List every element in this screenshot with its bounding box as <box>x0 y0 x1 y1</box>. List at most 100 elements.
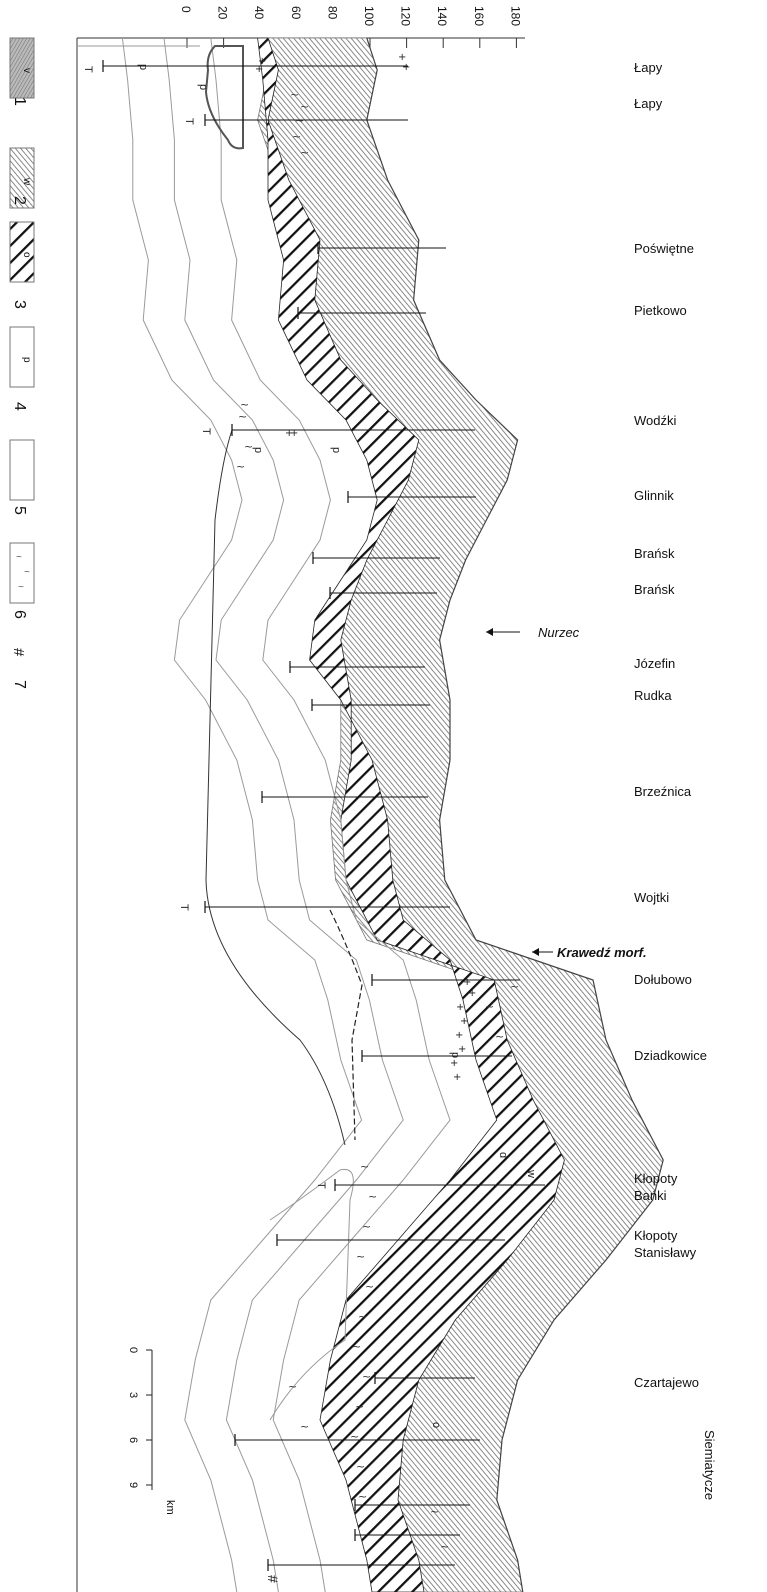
scale-unit: km <box>164 1500 176 1515</box>
letter-T-1: T <box>82 66 94 73</box>
tilde-mark: ~ <box>358 1490 367 1503</box>
plus-mark: + <box>290 428 298 439</box>
locality-labels: ŁapyŁapyPoświętnePietkowoWodźkiGlinnikBr… <box>634 60 717 1500</box>
locality-label: Siemiatycze <box>702 1430 717 1500</box>
letter-p-5: p <box>449 1052 461 1058</box>
tilde-mark: ~ <box>300 100 309 113</box>
legend-swatch-letter: v <box>21 68 32 73</box>
axis-tick-label: 40 <box>252 6 266 20</box>
tilde-mark: ~ <box>355 1400 364 1413</box>
axis-tick-label: 80 <box>325 6 339 20</box>
tilde-mark: ~ <box>368 1190 377 1203</box>
letter-o: o <box>430 1422 442 1428</box>
tilde-mark: ~ <box>356 1460 365 1473</box>
tilde-mark: ~ <box>440 1540 449 1553</box>
legend-tilde: ~ <box>18 582 24 593</box>
plus-mark: + <box>460 1016 468 1027</box>
legend-swatch-letter: o <box>21 252 32 258</box>
tilde-mark: ~ <box>430 1505 439 1518</box>
locality-label: Rudka <box>634 688 672 703</box>
locality-label: Brańsk <box>634 546 675 561</box>
locality-label: Wojtki <box>634 890 669 905</box>
letter-p-1: p <box>137 64 149 70</box>
letter-T-4: T <box>178 904 190 911</box>
locality-label: Kłopoty <box>634 1171 678 1186</box>
locality-label: Brzeźnica <box>634 784 692 799</box>
tilde-mark: ~ <box>510 980 519 993</box>
legend-swatch-letter: p <box>21 357 32 363</box>
edge-label: Krawedź morf. <box>557 945 647 960</box>
tilde-mark: ~ <box>238 410 247 423</box>
scale-tick-label: 0 <box>127 1347 139 1353</box>
tilde-mark: ~ <box>350 1430 359 1443</box>
locality-label: Józefin <box>634 656 675 671</box>
tilde-mark: ~ <box>352 1340 361 1353</box>
nurzec-annotation: Nurzec <box>486 625 580 640</box>
tilde-mark: ~ <box>244 440 253 453</box>
tilde-mark: ~ <box>485 1000 494 1013</box>
axis-tick-label: 0 <box>179 6 193 13</box>
plus-mark: + <box>453 1072 461 1083</box>
locality-label: Poświętne <box>634 241 694 256</box>
letter-d: d <box>497 1152 509 1158</box>
nurzec-label: Nurzec <box>538 625 580 640</box>
locality-label: Czartajewo <box>634 1375 699 1390</box>
legend-number: 1 <box>11 97 28 106</box>
locality-label: Bańki <box>634 1188 667 1203</box>
letter-p-2: p <box>197 84 209 90</box>
locality-label: Dołubowo <box>634 972 692 987</box>
tilde-mark: ~ <box>362 1220 371 1233</box>
scale-tick-label: 6 <box>127 1437 139 1443</box>
axis-tick-label: 20 <box>216 6 230 20</box>
tilde-mark: ~ <box>300 146 309 159</box>
legend-number: 4 <box>11 402 28 411</box>
hash-symbol: # <box>265 1575 281 1583</box>
axis-tick-label: 120 <box>399 6 413 26</box>
axis-tick-label: 100 <box>362 6 376 26</box>
tilde-mark: ~ <box>292 130 301 143</box>
scale-bar: 0369 km <box>127 1347 176 1515</box>
axis-tick-label: 180 <box>508 6 522 26</box>
tilde-mark: ~ <box>290 88 299 101</box>
tilde-mark: ~ <box>288 1380 297 1393</box>
tilde-mark: ~ <box>358 1310 367 1323</box>
axis-tick-label: 160 <box>472 6 486 26</box>
locality-label: Kłopoty <box>634 1228 678 1243</box>
weathered-layer <box>258 38 664 1592</box>
legend-swatch <box>10 543 34 603</box>
letter-p-3: p <box>252 447 264 453</box>
locality-label: Dziadkowice <box>634 1048 707 1063</box>
legend-number: 2 <box>11 196 28 205</box>
locality-label: Łapy <box>634 60 663 75</box>
tilde-mark: ~ <box>236 460 245 473</box>
plus-mark: + <box>463 977 471 988</box>
legend-tilde: ~ <box>16 552 22 563</box>
plus-mark: + <box>450 1058 458 1069</box>
plus-mark: + <box>456 1002 464 1013</box>
legend-tilde: ~ <box>24 567 30 578</box>
nurzec-arrowhead <box>486 628 493 636</box>
lapy-lens <box>206 46 243 148</box>
plus-mark: + <box>255 64 263 75</box>
axis-tick-label: 140 <box>435 6 449 26</box>
legend-swatch-letter: w <box>21 177 32 186</box>
deep-boundary-curve <box>206 430 345 1145</box>
plus-mark: + <box>468 988 476 999</box>
tilde-mark: ~ <box>362 1370 371 1383</box>
plus-mark: + <box>455 1030 463 1041</box>
edge-arrowhead <box>532 948 539 956</box>
tilde-mark: ~ <box>495 1030 504 1043</box>
legend-hash: # <box>10 648 27 657</box>
locality-label: Brańsk <box>634 582 675 597</box>
locality-label: Stanisławy <box>634 1245 697 1260</box>
locality-label: Pietkowo <box>634 303 687 318</box>
legend-number: 5 <box>11 506 28 515</box>
letter-T-3: T <box>200 428 212 435</box>
tilde-mark: ~ <box>365 1280 374 1293</box>
letter-p-4: p <box>330 447 342 453</box>
tilde-mark: ~ <box>295 114 304 127</box>
scale-tick-label: 3 <box>127 1392 139 1398</box>
letter-T-5: T <box>315 1182 327 1189</box>
